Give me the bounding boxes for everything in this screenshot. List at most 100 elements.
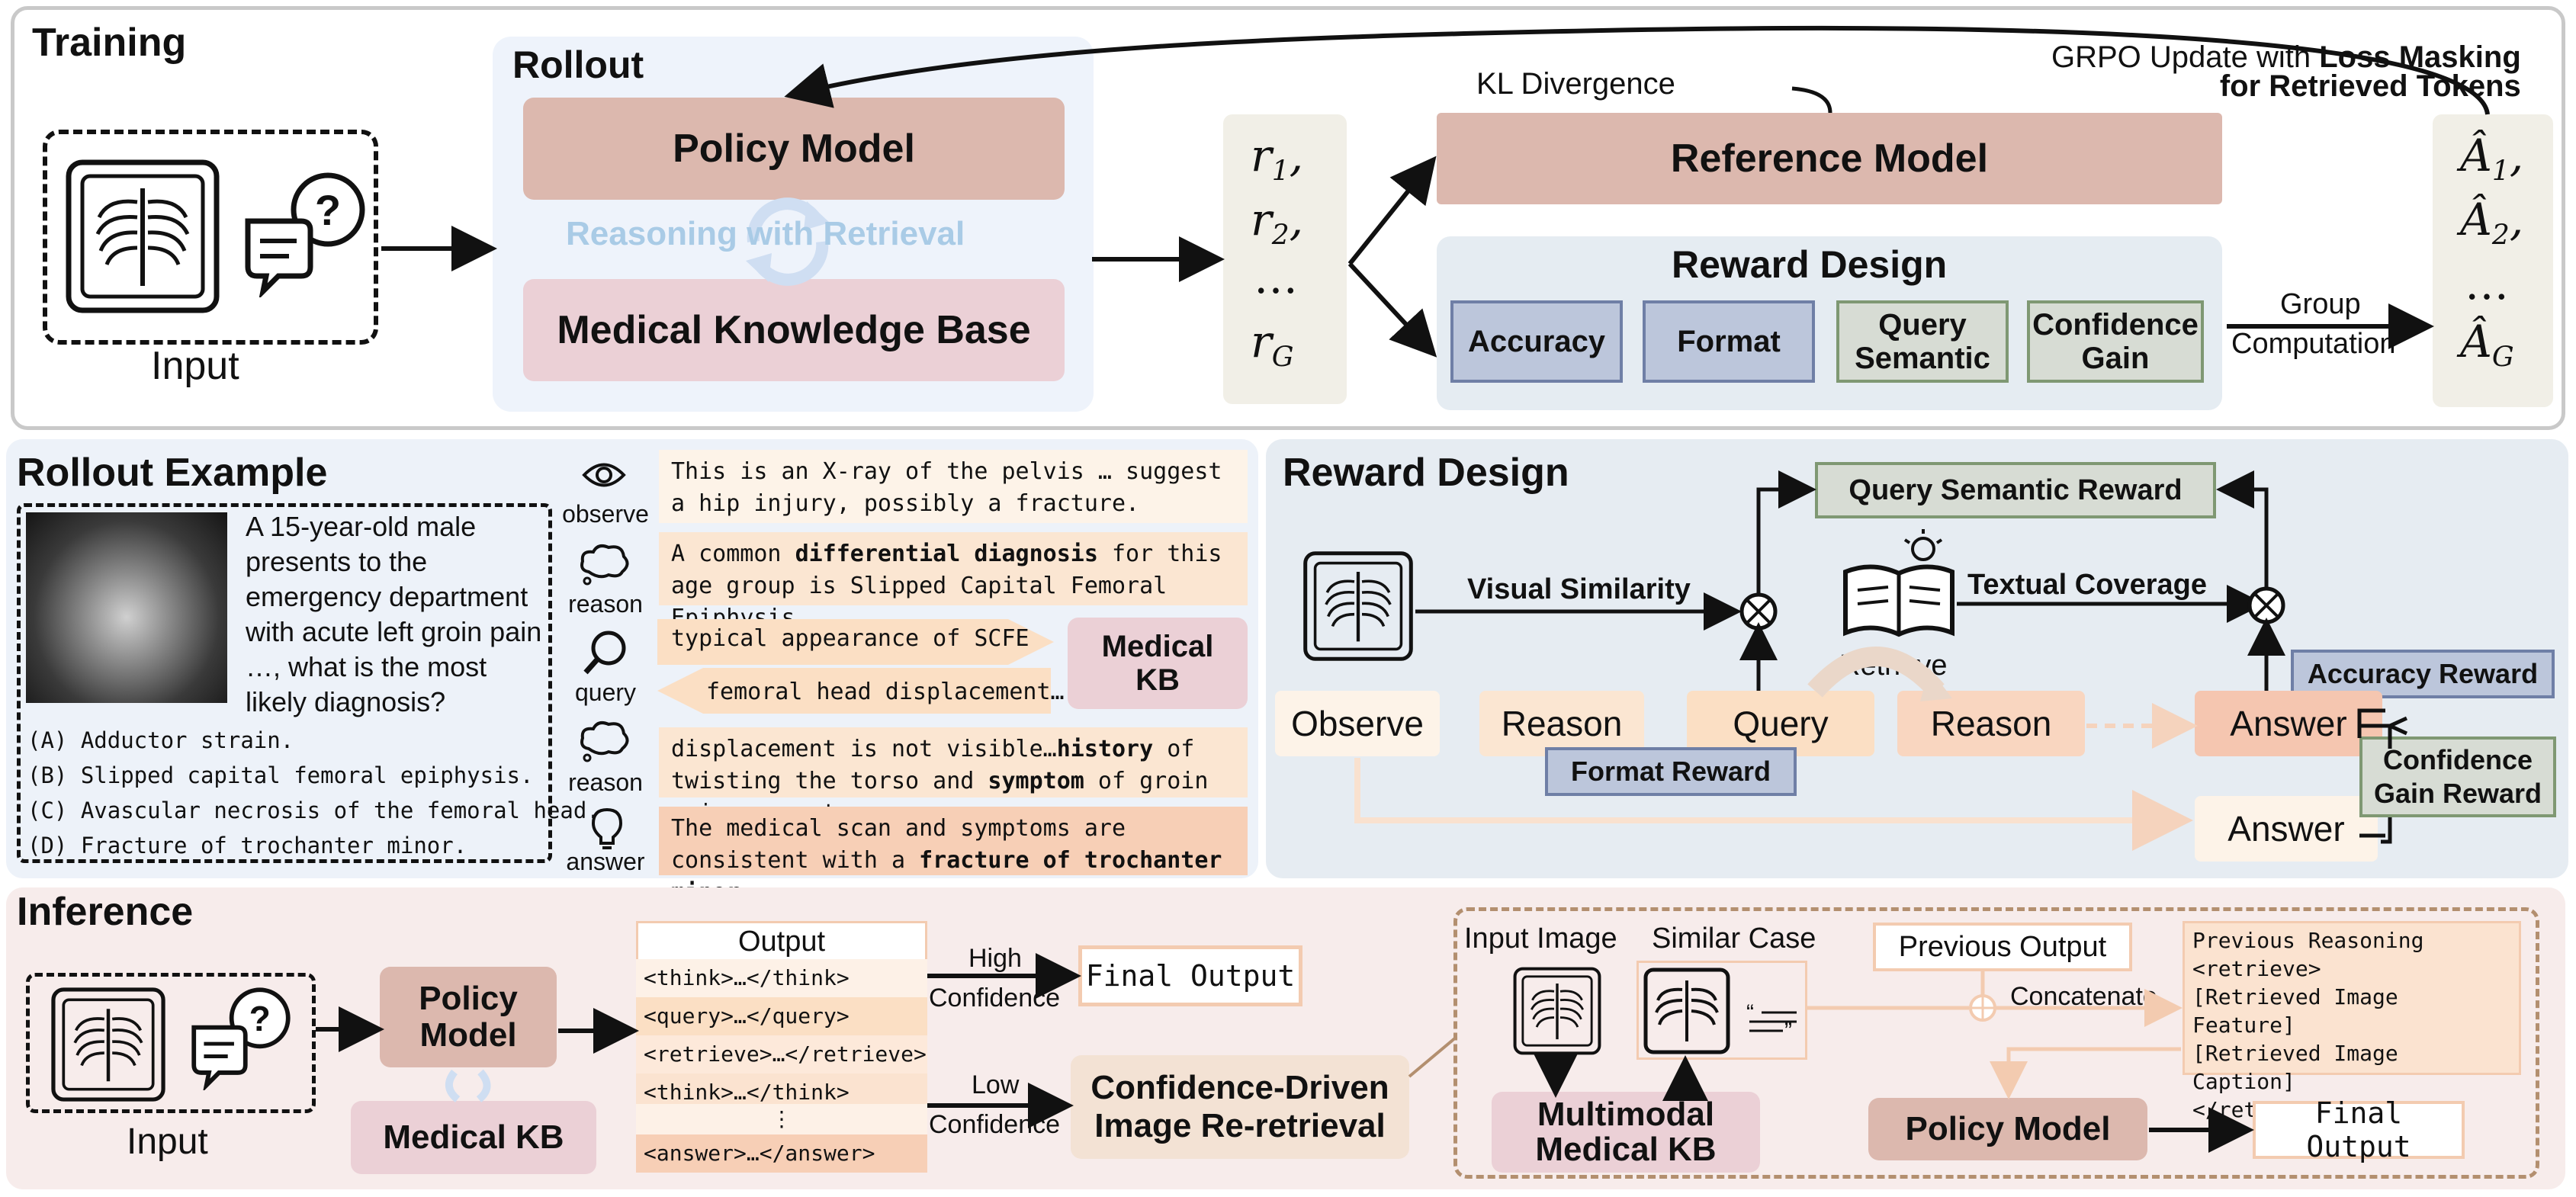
option-d: (D) Fracture of trochanter minor. xyxy=(27,833,467,858)
xray-icon xyxy=(66,159,220,313)
svg-text:”: ” xyxy=(1784,1019,1792,1038)
concat-row-1: <retrieve> xyxy=(2192,956,2321,981)
output-row-query: <query>…</query> xyxy=(636,997,927,1035)
reward-design-arrows xyxy=(1354,470,2408,851)
rollout-example-title: Rollout Example xyxy=(17,451,328,495)
concat-row-3: [Retrieved Image Caption] xyxy=(2192,1041,2398,1094)
inference-xray-icon xyxy=(51,987,165,1102)
pipeline-answer-alt: Answer xyxy=(2195,796,2378,862)
reward-format-box: Format xyxy=(1643,300,1815,383)
pelvis-xray-image xyxy=(26,512,227,703)
step-reason-2: reason xyxy=(568,769,643,796)
step-query: query xyxy=(574,679,637,706)
advantage-a1: Â1, xyxy=(2460,130,2524,188)
xray-icon-2 xyxy=(1303,551,1413,661)
inference-input-box xyxy=(26,973,316,1113)
high-label: High xyxy=(968,944,1022,973)
reward-confidence-gain-box: Confidence Gain xyxy=(2027,300,2204,383)
training-input-box xyxy=(43,130,378,345)
concat-row-0: Previous Reasoning xyxy=(2192,928,2424,953)
step-reason-1: reason xyxy=(568,590,643,618)
inference-title: Inference xyxy=(17,890,194,934)
accuracy-reward-box: Accuracy Reward xyxy=(2291,650,2555,698)
similar-case-xray-icon xyxy=(1643,968,1730,1054)
input-image-xray-icon xyxy=(1513,967,1601,1055)
pipeline-reason-1: Reason xyxy=(1479,691,1644,756)
observe-bubble: This is an X-ray of the pelvis … suggest… xyxy=(659,450,1248,523)
inference-question-chat-icon: ? xyxy=(191,987,291,1090)
advantage-ellipsis: … xyxy=(2465,258,2509,310)
reference-model-box: Reference Model xyxy=(1437,113,2222,204)
policy-model-box: Policy Model xyxy=(523,98,1065,200)
inference-input-label: Input xyxy=(127,1122,208,1162)
output-row-answer: <answer>…</answer> xyxy=(636,1134,927,1173)
reward-design-title: Reward Design xyxy=(1283,451,1569,495)
question-dashed-box xyxy=(17,503,552,863)
option-a: (A) Adductor strain. xyxy=(27,727,294,753)
medical-knowledge-base-box: Medical Knowledge Base xyxy=(523,279,1065,381)
query-in-text: femoral head displacement… xyxy=(706,679,1065,705)
query-semantic-reward-box: Query Semantic Reward xyxy=(1815,462,2216,518)
thought-cloud-icon-2 xyxy=(580,721,629,762)
training-input-label: Input xyxy=(151,344,239,388)
book-idea-icon xyxy=(1843,529,1954,637)
rewards-column xyxy=(1223,114,1347,404)
reward-rg: rG xyxy=(1251,316,1294,374)
low-label: Low xyxy=(972,1070,1020,1099)
eye-icon xyxy=(582,463,626,487)
computation-label: Computation xyxy=(2231,328,2396,360)
group-label: Group xyxy=(2280,288,2361,320)
textual-coverage-label: Textual Coverage xyxy=(1967,569,2207,601)
option-c: (C) Avascular necrosis of the femoral he… xyxy=(27,797,600,823)
similar-case-frame xyxy=(1636,961,1807,1060)
answer-bubble: The medical scan and symptoms are consis… xyxy=(659,807,1248,906)
concat-row-2: [Retrieved Image Feature] xyxy=(2192,984,2398,1038)
reason-1-bubble: A common differential diagnosis for this… xyxy=(659,532,1248,631)
advantages-column xyxy=(2433,114,2553,407)
output-row-think-1: <think>…</think> xyxy=(636,959,927,997)
reward-query-semantic-box: Query Semantic xyxy=(1836,300,2009,383)
step-observe: observe xyxy=(562,500,649,528)
output-row-retrieve: <retrieve>…</retrieve> xyxy=(636,1035,927,1073)
reward-accuracy-box: Accuracy xyxy=(1450,300,1623,383)
output-row-ellipsis: ⋮ xyxy=(636,1104,927,1134)
reward-r2: r2, xyxy=(1251,194,1304,252)
reward-ellipsis: … xyxy=(1254,252,1298,303)
inference-medical-kb-box: Medical KB xyxy=(351,1101,596,1174)
input-image-label: Input Image xyxy=(1464,923,1617,955)
reretrieval-detail-box xyxy=(1453,907,2539,1179)
advantage-a2: Â2, xyxy=(2460,194,2524,252)
reasoning-with-retrieval-label: Reasoning with Retrieval xyxy=(566,215,965,252)
magnifier-icon xyxy=(583,631,626,675)
pipeline-observe: Observe xyxy=(1275,691,1440,756)
output-block: Output <think>…</think> <query>…</query>… xyxy=(636,921,927,1173)
reward-r1: r1, xyxy=(1251,130,1304,188)
advantage-ag: ÂG xyxy=(2460,316,2514,374)
step-answer: answer xyxy=(566,848,645,875)
reason-2-bubble: displacement is not visible…history of t… xyxy=(659,727,1248,826)
kl-divergence-label: KL Divergence xyxy=(1476,67,1675,101)
inference-arrows xyxy=(316,953,2254,1153)
pipeline-query: Query xyxy=(1687,691,1874,756)
svg-text:?: ? xyxy=(249,999,271,1038)
query-out-text: typical appearance of SCFE xyxy=(671,625,1029,652)
reward-design-subtitle: Reward Design xyxy=(1672,243,1948,286)
question-chat-icon: ? xyxy=(245,172,365,297)
thought-cloud-icon xyxy=(580,544,629,586)
svg-text:“: “ xyxy=(1746,1000,1754,1025)
svg-text:?: ? xyxy=(315,186,341,234)
format-reward-box: Format Reward xyxy=(1545,747,1797,796)
lightbulb-icon xyxy=(591,807,623,849)
caption-quote-icon: “ ” xyxy=(1746,1000,1797,1038)
question-text: A 15-year-old male presents to the emerg… xyxy=(246,511,542,717)
detail-policy-model-box: Policy Model xyxy=(1868,1098,2147,1160)
pipeline-reason-2: Reason xyxy=(1897,691,2085,756)
detail-final-output-box: Final Output xyxy=(2253,1096,2465,1163)
training-title: Training xyxy=(32,21,187,65)
pipeline-answer: Answer xyxy=(2195,691,2382,756)
